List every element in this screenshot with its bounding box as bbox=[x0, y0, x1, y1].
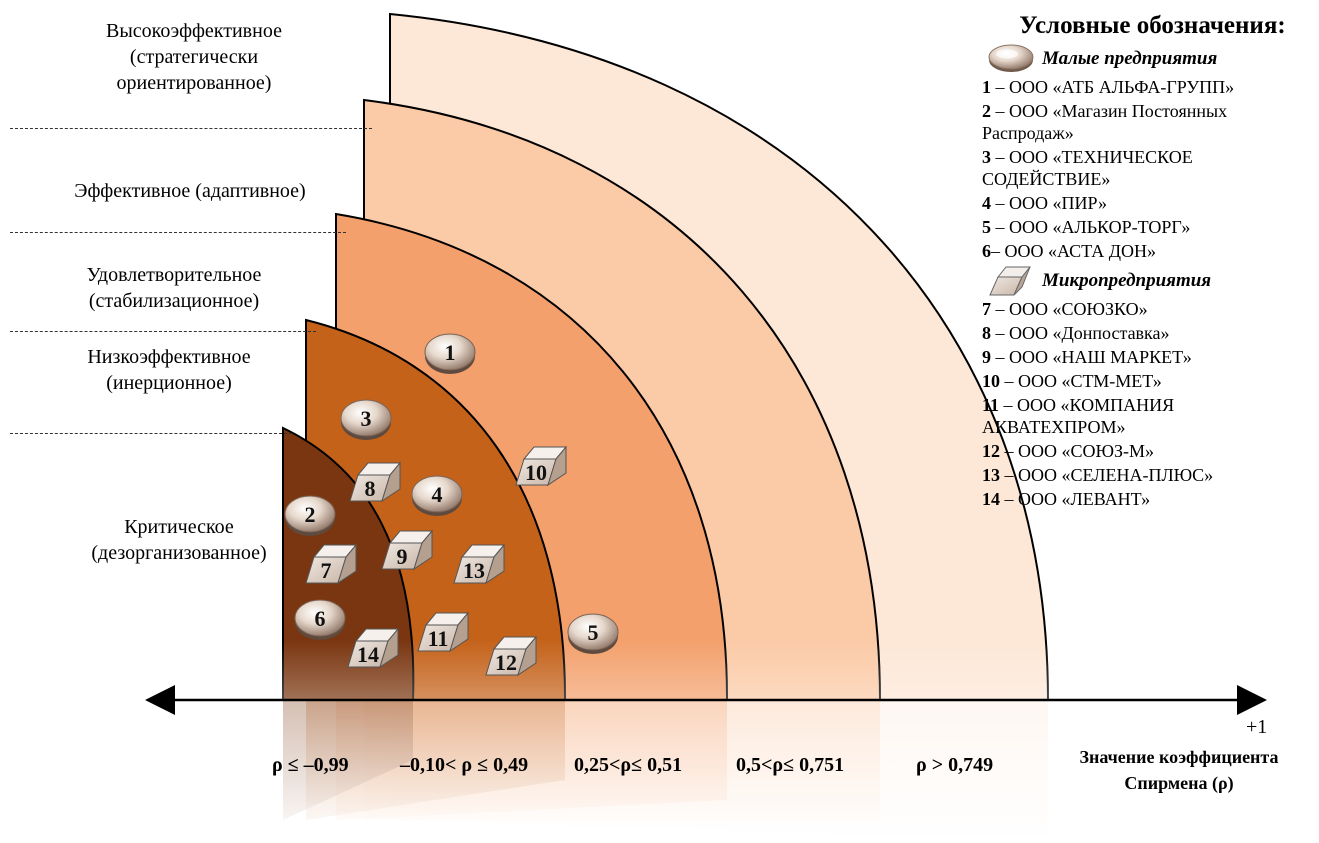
legend-item-number: 2 bbox=[982, 101, 991, 121]
level-label-satisfactory: Удовлетворительное (стабилизационное) bbox=[86, 264, 262, 312]
legend-item-number: 5 bbox=[982, 217, 991, 237]
separator-line bbox=[10, 433, 292, 434]
marker-13: 13 bbox=[453, 543, 506, 585]
legend-item-name: – ООО «СЕЛЕНА-ПЛЮС» bbox=[1000, 465, 1214, 485]
range-label-critical: ρ ≤ –0,99 bbox=[272, 754, 349, 776]
legend-item: 3 – ООО «ТЕХНИЧЕСКОЕ СОДЕЙСТВИЕ» bbox=[982, 146, 1317, 190]
level-label-effective: Эффективное (адаптивное) bbox=[74, 180, 306, 202]
marker-label: 2 bbox=[305, 502, 316, 527]
marker-5: 5 bbox=[567, 613, 619, 654]
legend-item: 5 – ООО «АЛЬКОР-ТОРГ» bbox=[982, 216, 1317, 238]
marker-11: 11 bbox=[417, 611, 470, 653]
marker-14: 14 bbox=[347, 627, 400, 669]
level-label-low: Низкоэффективное (инерционное) bbox=[87, 346, 251, 394]
legend-micro-list: 7 – ООО «СОЮЗКО»8 – ООО «Донпоставка»9 –… bbox=[982, 298, 1317, 510]
legend-item-name: – ООО «ТЕХНИЧЕСКОЕ СОДЕЙСТВИЕ» bbox=[982, 147, 1193, 189]
level-label-high: Высокоэффективное (стратегически ориенти… bbox=[106, 20, 282, 94]
legend-item-number: 7 bbox=[982, 299, 991, 319]
marker-label: 6 bbox=[315, 606, 326, 631]
marker-2: 2 bbox=[284, 495, 336, 536]
legend-item: 12 – ООО «СОЮЗ-М» bbox=[982, 440, 1317, 462]
legend-item: 10 – ООО «СТМ-МЕТ» bbox=[982, 370, 1317, 392]
legend-title: Условные обозначения: bbox=[1019, 12, 1286, 39]
legend-item: 6– ООО «АСТА ДОН» bbox=[982, 240, 1317, 262]
marker-label: 5 bbox=[588, 620, 599, 645]
legend-item: 11 – ООО «КОМПАНИЯ АКВАТЕХПРОМ» bbox=[982, 394, 1317, 438]
axis-max-label: +1 bbox=[1246, 716, 1268, 738]
range-label-high: ρ > 0,749 bbox=[916, 754, 994, 776]
legend-item-name: – ООО «НАШ МАРКЕТ» bbox=[991, 347, 1192, 367]
marker-label: 8 bbox=[365, 476, 376, 501]
legend-item: 14 – ООО «ЛЕВАНТ» bbox=[982, 488, 1317, 510]
legend-item: 4 – ООО «ПИР» bbox=[982, 192, 1317, 214]
legend-item: 1 – ООО «АТБ АЛЬФА-ГРУПП» bbox=[982, 76, 1317, 98]
marker-label: 3 bbox=[361, 406, 372, 431]
axis-title-line1: Значение коэффициента bbox=[1079, 747, 1279, 767]
legend-item-name: – ООО «Донпоставка» bbox=[991, 323, 1170, 343]
level-label-critical: Критическое (дезорганизованное) bbox=[91, 516, 267, 564]
legend-item-name: – ООО «АСТА ДОН» bbox=[991, 241, 1156, 261]
legend-item: 13 – ООО «СЕЛЕНА-ПЛЮС» bbox=[982, 464, 1317, 486]
legend-item: 8 – ООО «Донпоставка» bbox=[982, 322, 1317, 344]
marker-4: 4 bbox=[411, 475, 463, 516]
axis-title-line2: Спирмена (ρ) bbox=[1124, 773, 1234, 793]
legend-item: 7 – ООО «СОЮЗКО» bbox=[982, 298, 1317, 320]
marker-label: 12 bbox=[495, 650, 517, 675]
marker-label: 13 bbox=[463, 558, 485, 583]
legend-item-name: – ООО «Магазин Постоянных Распродаж» bbox=[982, 101, 1228, 143]
legend-item: 2 – ООО «Магазин Постоянных Распродаж» bbox=[982, 100, 1317, 144]
legend-small-list: 1 – ООО «АТБ АЛЬФА-ГРУПП»2 – ООО «Магази… bbox=[982, 76, 1317, 262]
legend-item-name: – ООО «СТМ-МЕТ» bbox=[1000, 371, 1162, 391]
legend-item-number: 1 bbox=[982, 77, 991, 97]
range-label-low: –0,10< ρ ≤ 0,49 bbox=[400, 754, 529, 776]
legend-item-number: 9 bbox=[982, 347, 991, 367]
legend-item-name: – ООО «АЛЬКОР-ТОРГ» bbox=[991, 217, 1191, 237]
marker-3: 3 bbox=[340, 399, 392, 440]
box-icon bbox=[989, 266, 1032, 296]
legend-item-name: – ООО «СОЮЗКО» bbox=[991, 299, 1148, 319]
legend-micro-heading-text: Микропредприятия bbox=[1042, 270, 1212, 291]
marker-label: 14 bbox=[357, 642, 379, 667]
legend-micro-heading: Микропредприятия bbox=[982, 264, 1317, 298]
legend-item-name: – ООО «ЛЕВАНТ» bbox=[1000, 489, 1151, 509]
legend-item: 9 – ООО «НАШ МАРКЕТ» bbox=[982, 346, 1317, 368]
legend-item-number: 6 bbox=[982, 241, 991, 261]
legend-item-name: – ООО «АТБ АЛЬФА-ГРУПП» bbox=[991, 77, 1235, 97]
disc-icon bbox=[988, 44, 1034, 72]
marker-label: 10 bbox=[525, 460, 547, 485]
separator-line bbox=[10, 232, 346, 233]
range-label-satisfactory: 0,25<ρ≤ 0,51 bbox=[574, 754, 683, 776]
legend: Условные обозначения: Малые предприятия … bbox=[982, 12, 1317, 512]
marker-9: 9 bbox=[381, 529, 434, 571]
legend-item-number: 12 bbox=[982, 441, 1000, 461]
marker-label: 4 bbox=[432, 482, 443, 507]
legend-item-name: – ООО «СОЮЗ-М» bbox=[1000, 441, 1155, 461]
legend-item-number: 10 bbox=[982, 371, 1000, 391]
marker-label: 9 bbox=[397, 544, 408, 569]
marker-8: 8 bbox=[349, 461, 402, 503]
legend-item-number: 8 bbox=[982, 323, 991, 343]
legend-item-number: 13 bbox=[982, 465, 1000, 485]
legend-small-heading-text: Малые предприятия bbox=[1042, 48, 1218, 69]
marker-6: 6 bbox=[294, 599, 346, 640]
legend-item-number: 3 bbox=[982, 147, 991, 167]
legend-item-number: 11 bbox=[982, 395, 1000, 415]
legend-item-name: – ООО «ПИР» bbox=[991, 193, 1107, 213]
marker-7: 7 bbox=[305, 543, 358, 585]
marker-label: 7 bbox=[321, 558, 332, 583]
separator-line bbox=[10, 331, 316, 332]
marker-1: 1 bbox=[424, 333, 476, 374]
marker-label: 11 bbox=[428, 626, 449, 651]
marker-10: 10 bbox=[515, 445, 568, 487]
legend-item-name: – ООО «КОМПАНИЯ АКВАТЕХПРОМ» bbox=[982, 395, 1175, 437]
legend-item-number: 4 bbox=[982, 193, 991, 213]
separator-line bbox=[10, 128, 372, 129]
range-label-effective: 0,5<ρ≤ 0,751 bbox=[736, 754, 845, 776]
legend-small-heading: Малые предприятия bbox=[982, 42, 1317, 76]
marker-label: 1 bbox=[445, 340, 456, 365]
marker-12: 12 bbox=[485, 635, 538, 677]
axis-title: Значение коэффициента Спирмена (ρ) bbox=[1040, 744, 1318, 796]
legend-item-number: 14 bbox=[982, 489, 1000, 509]
